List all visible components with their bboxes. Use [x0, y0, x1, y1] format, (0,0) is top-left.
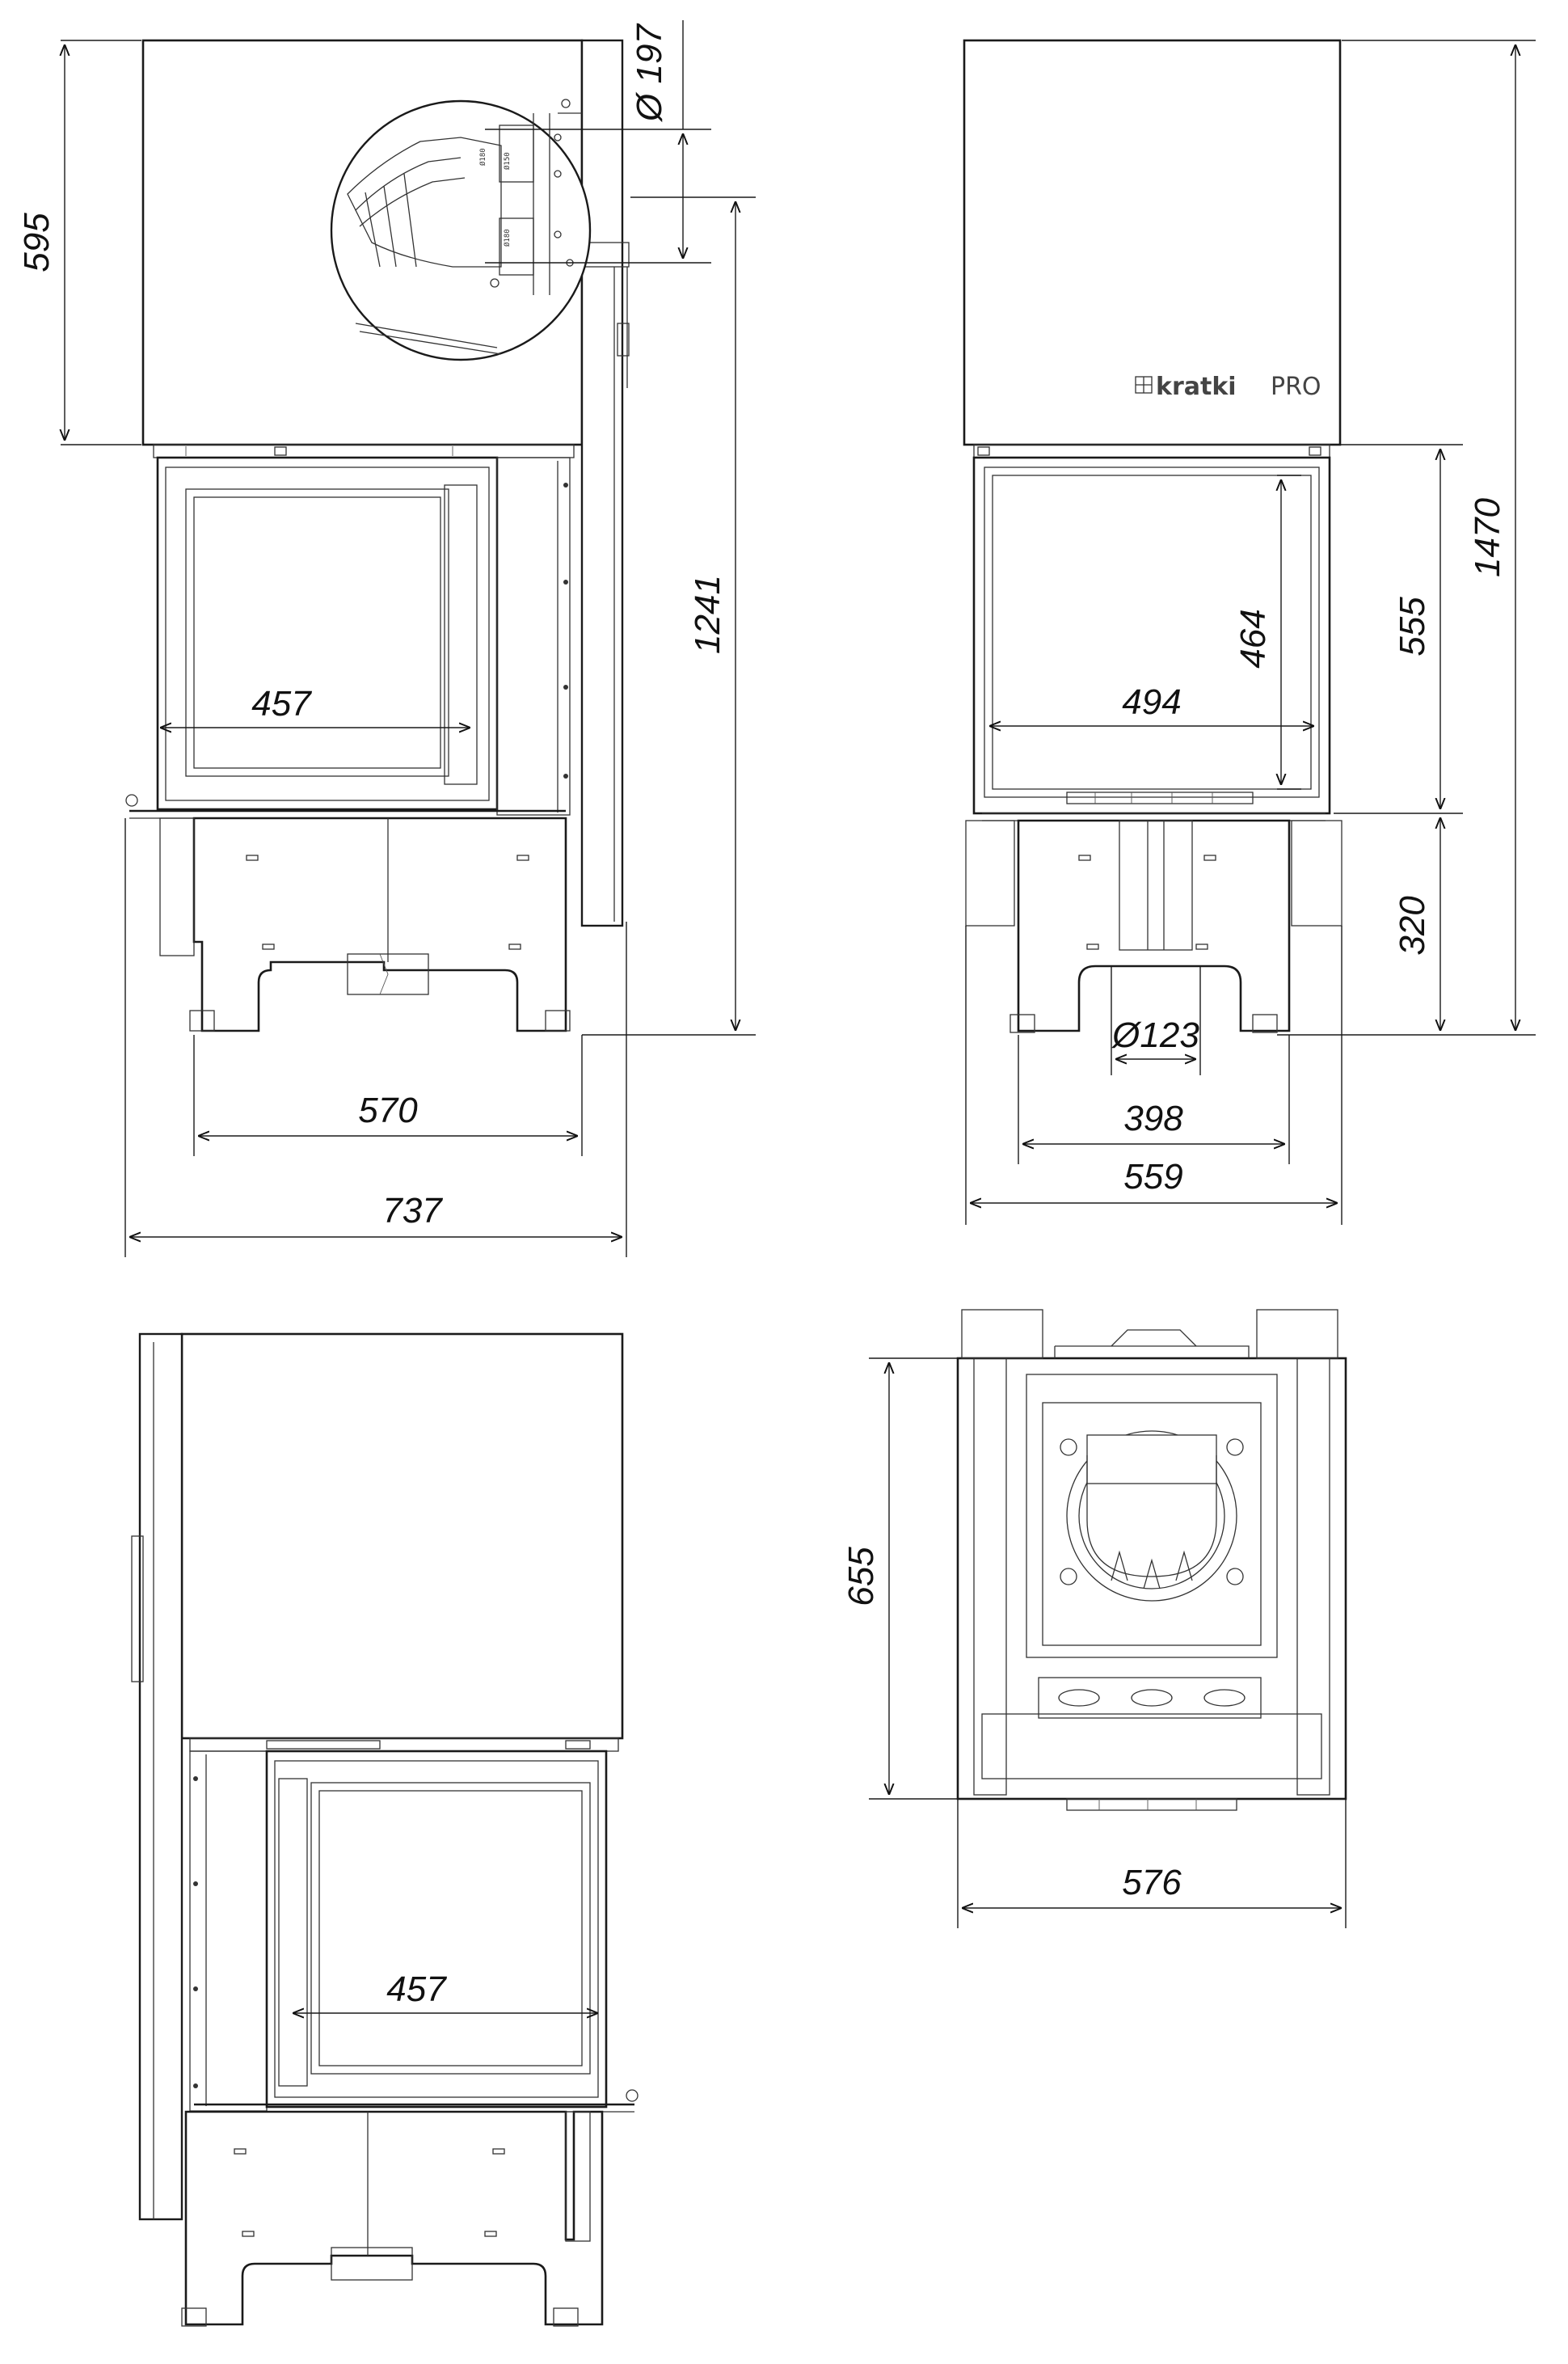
dimension-494: 494	[989, 682, 1314, 726]
label-1470: 1470	[1468, 498, 1507, 577]
front-view: kratki PRO	[963, 39, 1536, 1225]
label-464: 464	[1233, 609, 1273, 668]
flue-detail-circle: Ø180 Ø150 Ø180	[330, 99, 592, 361]
dimension-1241: 1241	[582, 196, 756, 1036]
label-555: 555	[1393, 597, 1432, 656]
dimension-595: 595	[17, 40, 141, 445]
dimension-123: Ø123	[1111, 966, 1201, 1075]
label-457: 457	[251, 684, 312, 724]
dimension-398: 398	[1018, 1035, 1290, 1164]
upper-casing-mirrored	[180, 1332, 624, 1740]
stand-base-front	[1017, 819, 1291, 1032]
dimension-457-mirrored: 457	[293, 1969, 598, 2013]
label-595: 595	[17, 213, 57, 272]
dimension-576: 576	[957, 1799, 1347, 1928]
firebox-door-mirrored	[265, 1750, 608, 2109]
label-559: 559	[1123, 1157, 1182, 1197]
top-outline	[956, 1357, 1347, 1800]
brand-logo: kratki PRO	[1135, 373, 1321, 401]
label-398: 398	[1123, 1099, 1183, 1138]
label-737: 737	[382, 1191, 443, 1231]
side-panel-mirrored	[138, 1332, 183, 2221]
label-320: 320	[1393, 896, 1432, 956]
brand-logo-text: kratki	[1156, 373, 1237, 401]
dimension-555: 555	[1334, 444, 1463, 814]
stand-base	[192, 817, 567, 1032]
firebox-door-front	[972, 456, 1331, 815]
label-197: Ø 197	[630, 23, 669, 123]
dimension-197: Ø 197	[485, 20, 711, 264]
svg-text:Ø180: Ø180	[478, 148, 487, 166]
side-panel	[580, 39, 624, 927]
label-570: 570	[358, 1091, 418, 1130]
svg-text:Ø180: Ø180	[503, 229, 512, 247]
side-view: Ø180 Ø150 Ø180	[17, 20, 756, 1257]
dimension-1470: 1470	[1277, 40, 1536, 1036]
label-1241: 1241	[688, 575, 727, 654]
label-655: 655	[841, 1547, 881, 1606]
dimension-655: 655	[841, 1357, 958, 1800]
label-123: Ø123	[1111, 1015, 1199, 1055]
label-494: 494	[1122, 682, 1181, 722]
label-457-mirrored: 457	[386, 1969, 447, 2009]
dimension-457: 457	[160, 684, 470, 728]
dimension-559: 559	[965, 926, 1342, 1225]
dimension-320: 320	[1393, 817, 1440, 1031]
firebox-door	[156, 456, 499, 811]
label-576: 576	[1122, 1863, 1182, 1902]
top-view: 655 576	[841, 1309, 1347, 1928]
brand-logo-suffix: PRO	[1271, 373, 1321, 401]
svg-text:Ø150: Ø150	[503, 152, 512, 170]
side-view-mirrored: 457	[131, 1332, 639, 2327]
stand-base-mirrored	[184, 2110, 604, 2326]
dimension-570: 570	[193, 1035, 583, 1156]
dimension-737: 737	[124, 818, 627, 1257]
dimension-464: 464	[1233, 475, 1301, 790]
flue-collar	[1060, 1430, 1244, 1602]
